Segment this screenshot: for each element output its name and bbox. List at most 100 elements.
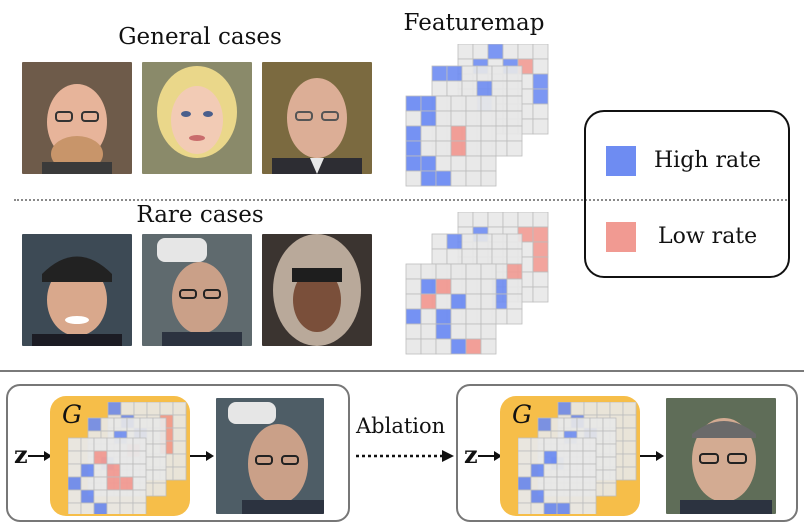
featuremap-cell bbox=[556, 463, 571, 478]
featuremap-cell bbox=[461, 233, 478, 250]
featuremap-cell bbox=[491, 248, 508, 265]
featuremap-cell bbox=[569, 463, 584, 478]
featuremap-cell bbox=[582, 437, 597, 452]
featuremap-cell bbox=[506, 125, 523, 142]
featuremap-cell bbox=[596, 402, 611, 416]
featuremap-cell bbox=[172, 453, 187, 468]
featuremap-cell bbox=[622, 402, 637, 416]
featuremap-cell bbox=[506, 278, 523, 295]
featuremap-cell bbox=[420, 278, 437, 295]
featuremap-cell bbox=[420, 95, 437, 112]
featuremap-cell bbox=[518, 476, 532, 491]
featuremap-cell bbox=[446, 65, 463, 82]
featuremap-cell bbox=[532, 88, 549, 105]
featuremap-cell bbox=[68, 476, 82, 491]
featuremap-cell bbox=[450, 155, 467, 172]
featuremap-cell bbox=[93, 450, 108, 465]
featuremap-cell bbox=[569, 476, 584, 491]
featuremap-cell bbox=[563, 417, 578, 432]
featuremap-cell bbox=[491, 65, 508, 82]
featuremap-cell bbox=[518, 463, 532, 478]
arrow-icon bbox=[478, 451, 502, 461]
featuremap-cell bbox=[582, 476, 597, 491]
featuremap-cell bbox=[450, 95, 467, 112]
featuremap-cell bbox=[435, 140, 452, 157]
latent-z-label: z bbox=[14, 440, 28, 469]
featuremap-cell bbox=[435, 95, 452, 112]
featuremap-cell bbox=[172, 414, 187, 429]
featuremap-cell bbox=[569, 502, 584, 514]
featuremap-cell bbox=[405, 125, 422, 142]
face-photo-general-1 bbox=[22, 62, 132, 174]
featuremap-cell bbox=[569, 450, 584, 465]
featuremap-cell bbox=[506, 308, 523, 325]
featuremap-cell bbox=[465, 95, 482, 112]
featuremap-cell bbox=[480, 95, 497, 112]
featuremap-cell bbox=[465, 323, 482, 340]
featuremap-cell bbox=[450, 338, 467, 355]
latent-z-label: z bbox=[464, 440, 478, 469]
high-rate-label: High rate bbox=[654, 148, 761, 173]
featuremap-cell bbox=[80, 476, 95, 491]
featuremap-cell bbox=[569, 489, 584, 504]
featuremap-cell bbox=[506, 263, 523, 280]
featuremap-cell bbox=[480, 338, 497, 355]
featuremap-cell bbox=[530, 502, 545, 514]
featuremap-cell bbox=[556, 502, 571, 514]
low-rate-label: Low rate bbox=[658, 224, 758, 249]
featuremap-cell bbox=[556, 437, 571, 452]
generator-featuremap-original bbox=[68, 402, 187, 514]
featuremap-cell bbox=[450, 110, 467, 127]
output-face-photo-original bbox=[216, 398, 324, 514]
featuremap-cell bbox=[609, 402, 624, 416]
featuremap-cell bbox=[405, 278, 422, 295]
featuremap-cell bbox=[405, 263, 422, 280]
high-rate-swatch bbox=[606, 146, 636, 176]
featuremap-cell bbox=[435, 125, 452, 142]
featuremap-cell bbox=[602, 482, 617, 497]
featuremap-cell bbox=[518, 450, 532, 465]
featuremap-cell bbox=[132, 489, 147, 504]
featuremap-cell bbox=[450, 293, 467, 310]
featuremap-cell bbox=[480, 278, 497, 295]
featuremap-cell bbox=[68, 502, 82, 514]
featuremap-cell bbox=[530, 489, 545, 504]
featuremap-title: Featuremap bbox=[403, 10, 545, 36]
featuremap-cell bbox=[126, 417, 141, 432]
featuremap-cell bbox=[461, 65, 478, 82]
featuremap-cell bbox=[472, 44, 489, 60]
featuremap-cell bbox=[405, 110, 422, 127]
featuremap-cell bbox=[431, 248, 448, 265]
featuremap-cell bbox=[431, 233, 448, 250]
featuremap-cell bbox=[472, 212, 489, 228]
featuremap-cell bbox=[420, 323, 437, 340]
featuremap-cell bbox=[450, 125, 467, 142]
featuremap-cell bbox=[480, 140, 497, 157]
featuremap-cell bbox=[435, 278, 452, 295]
pipeline-panel-ablated bbox=[456, 384, 798, 522]
featuremap-cell bbox=[465, 338, 482, 355]
featuremap-cell bbox=[420, 170, 437, 187]
featuremap-cell bbox=[582, 489, 597, 504]
featuremap-cell bbox=[172, 427, 187, 442]
legend-box: High rate Low rate bbox=[584, 110, 790, 278]
featuremap-cell bbox=[119, 489, 134, 504]
featuremap-cell bbox=[622, 440, 637, 455]
featuremap-cell bbox=[480, 263, 497, 280]
featuremap-cell bbox=[550, 417, 565, 432]
featuremap-cell bbox=[152, 443, 167, 458]
featuremap-cell bbox=[491, 233, 508, 250]
featuremap-cell bbox=[68, 450, 82, 465]
featuremap-cell bbox=[450, 140, 467, 157]
featuremap-cell bbox=[93, 476, 108, 491]
featuremap-cell bbox=[146, 402, 161, 416]
featuremap-cell bbox=[543, 437, 558, 452]
featuremap-cell bbox=[506, 80, 523, 97]
featuremap-cell bbox=[487, 44, 504, 60]
featuremap-cell bbox=[532, 226, 549, 243]
featuremap-cell bbox=[476, 80, 493, 97]
featuremap-cell bbox=[119, 437, 134, 452]
featuremap-cell bbox=[450, 308, 467, 325]
featuremap-cell bbox=[113, 417, 128, 432]
featuremap-cell bbox=[106, 437, 121, 452]
